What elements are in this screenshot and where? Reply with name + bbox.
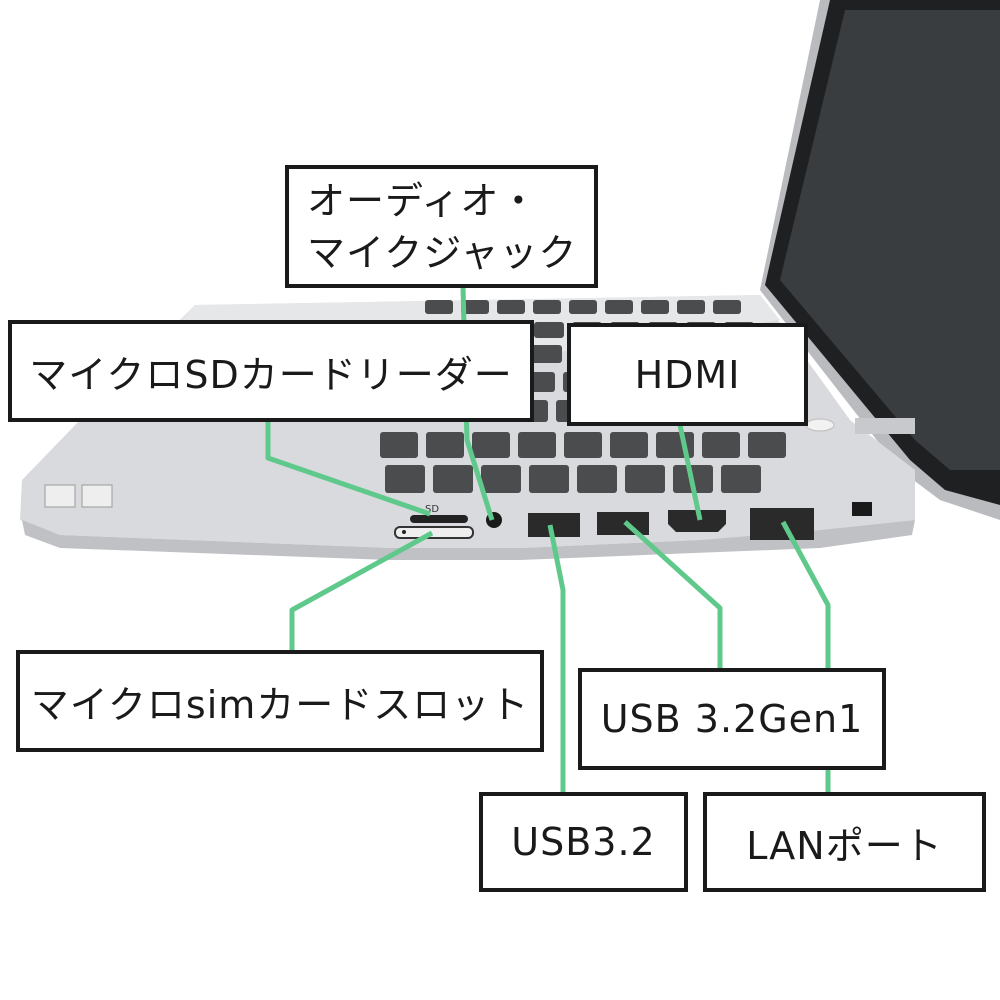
keyboard-key [425,300,453,314]
sd-card-slot [410,515,468,523]
leader-lines [265,286,831,792]
keyboard-key [518,432,556,458]
keyboard-key [433,465,473,493]
keyboard-key [529,465,569,493]
keyboard-key [564,432,602,458]
label-hdmi: HDMI [567,323,808,426]
label-usb-gen1: USB 3.2Gen1 [578,668,886,770]
keyboard-key [481,465,521,493]
keyboard-key [426,432,464,458]
sticker [44,484,76,508]
keyboard-key [380,432,418,458]
usb-port-2 [597,512,649,535]
hdmi-port [668,510,726,532]
keyboard-key [569,300,597,314]
sd-mark: SD [425,504,439,515]
sim-card-slot [394,526,474,539]
label-audio-mic-jack: オーディオ・ マイクジャック [285,165,598,288]
power-button [805,418,835,432]
label-microsim-slot: マイクロsimカードスロット [16,650,544,752]
leader-line-hdmi [677,424,703,521]
keyboard-key [461,300,489,314]
screen-glass [780,10,1000,470]
sticker [81,484,113,508]
keyboard-key [497,300,525,314]
leader-line-microsd [265,421,431,517]
keyboard-key [748,432,786,458]
leader-line-lan [780,520,831,668]
hinge [855,418,915,434]
keyboard-key [625,465,665,493]
leader-line-usb32 [547,524,566,792]
keyboard-key [677,300,705,314]
leader-line-microsim [289,530,434,650]
keyboard-key [577,465,617,493]
keyboard-key [702,432,740,458]
keyboard-key [610,432,648,458]
leader-line-usb-gen1 [623,520,723,668]
keyboard-key [385,465,425,493]
keyboard-key [641,300,669,314]
label-microsd-reader: マイクロSDカードリーダー [8,320,534,422]
keyboard-key [472,432,510,458]
keyboard-key [721,465,761,493]
lock-slot [852,502,872,516]
label-audio-line1: オーディオ・ [307,178,539,223]
laptop-front-edge [22,520,915,560]
keyboard-key [605,300,633,314]
label-audio-line2: マイクジャック [307,230,578,275]
keyboard-key [713,300,741,314]
keyboard-key [530,345,562,363]
label-lan-port: LANポート [703,792,986,892]
keyboard-key [534,322,564,338]
keyboard-key [533,300,561,314]
label-usb32: USB3.2 [479,792,688,892]
